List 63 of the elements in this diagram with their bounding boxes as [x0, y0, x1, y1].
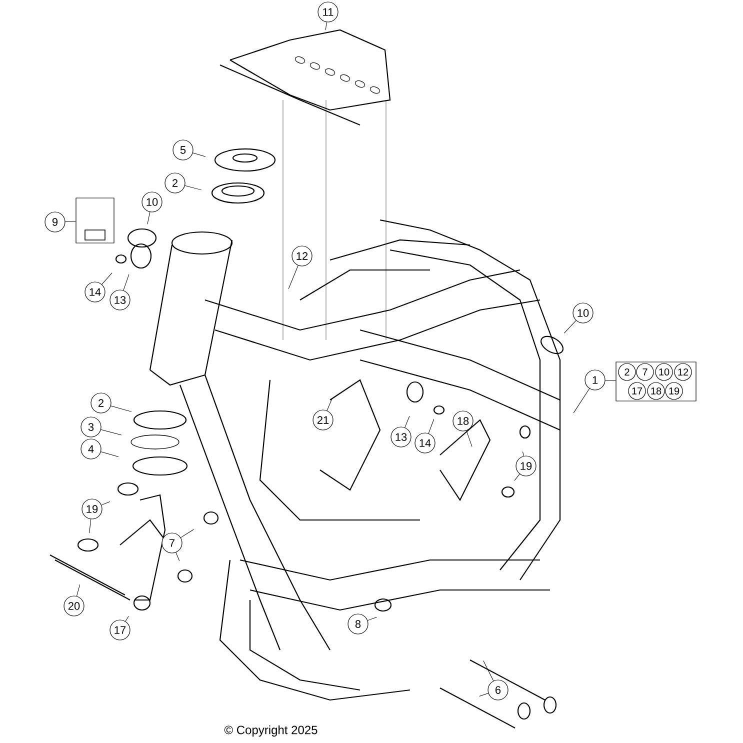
leader-line	[180, 529, 194, 538]
leader-line	[514, 474, 520, 481]
callout-number: 11	[318, 2, 338, 22]
leader-line	[102, 272, 112, 285]
callout-number: 5	[172, 140, 194, 160]
callout-number: 3	[80, 416, 102, 438]
leader-line	[123, 274, 130, 291]
leader-line	[65, 220, 76, 222]
callout-number: 2	[164, 172, 186, 194]
callout-number: 12	[292, 246, 312, 266]
leader-line	[326, 398, 333, 411]
leader-line	[288, 265, 298, 290]
leader-line	[605, 380, 616, 381]
callout-number: 19	[516, 456, 536, 476]
callout-number: 4	[80, 438, 102, 460]
callout-number: 12	[674, 363, 692, 381]
leader-line	[404, 416, 410, 428]
leader-line	[564, 320, 576, 334]
callout-number: 14	[414, 432, 436, 454]
callout-number: 19	[82, 498, 102, 520]
copyright-note: © Copyright 2025	[224, 725, 318, 737]
leader-line	[573, 388, 590, 414]
callout-number: 10	[572, 302, 594, 324]
leader-line	[325, 22, 327, 30]
group-box	[616, 362, 696, 402]
callout-number: 13	[390, 426, 412, 448]
callout-number: 14	[84, 282, 106, 302]
leader-line	[192, 152, 206, 157]
callout-number: 2	[618, 363, 636, 381]
part-frame	[76, 198, 114, 244]
leader-line	[466, 430, 472, 447]
leader-line	[184, 185, 202, 190]
callout-number: 1	[584, 370, 606, 390]
leader-line	[367, 616, 377, 621]
callout-number: 6	[488, 680, 508, 700]
callout-number: 18	[647, 382, 665, 400]
callout-number: 7	[162, 532, 182, 554]
callout-number: 13	[110, 290, 130, 310]
callout-number: 21	[312, 410, 334, 430]
callout-number: 10	[655, 363, 673, 381]
callout-number: 8	[348, 614, 368, 634]
leader-line	[125, 616, 129, 622]
leader-line	[76, 584, 80, 596]
leader-line	[483, 660, 494, 682]
callout-number: 19	[665, 382, 683, 400]
callout-number: 17	[110, 620, 130, 640]
leader-line	[176, 552, 180, 562]
leader-line	[89, 518, 92, 534]
leader-line	[100, 452, 119, 457]
leader-line	[110, 406, 132, 412]
callout-number: 20	[64, 596, 84, 616]
leader-line	[428, 419, 434, 434]
callout-number: 2	[90, 392, 112, 414]
callout-number: 10	[142, 192, 162, 212]
callout-number: 17	[628, 382, 646, 400]
leader-line	[522, 451, 524, 456]
leader-line	[101, 501, 110, 506]
leader-line	[147, 212, 150, 224]
leader-line	[479, 693, 488, 696]
callout-number: 18	[452, 410, 474, 432]
callout-number: 7	[636, 363, 654, 381]
leader-line	[100, 429, 122, 436]
callout-number: 9	[44, 212, 66, 232]
